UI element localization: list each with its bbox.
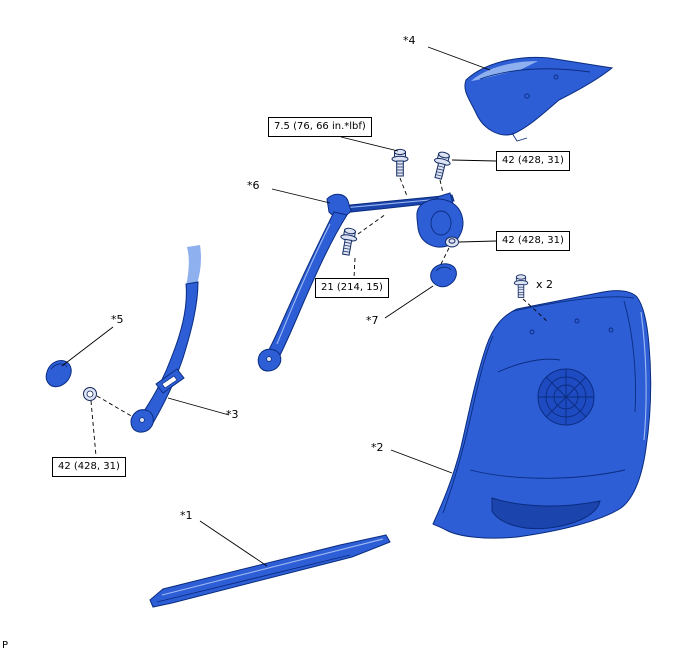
part-4-quarter-pillar-upper-trim (464, 56, 614, 142)
panel-clip-hole3 (608, 327, 614, 333)
part-label-7: *7 (366, 314, 379, 327)
part-2-quarter-trim-panel (432, 290, 652, 539)
part-6-seat-belt-retractor-assembly (257, 192, 464, 372)
clip-contour (435, 266, 452, 272)
leader-torque-42b (458, 240, 497, 243)
leader-p4 (427, 46, 491, 71)
dash-bolt-mid-box (353, 257, 356, 279)
panel-clip-hole2 (574, 318, 580, 324)
nut-clip (445, 236, 459, 248)
leader-p2 (390, 449, 453, 474)
part-3-seat-outer-belt (130, 245, 201, 433)
dash-grommet-anchor (96, 395, 134, 418)
part-7-clip (430, 263, 457, 288)
leader-torque-75 (340, 136, 399, 152)
dash-nut-clip (440, 247, 450, 265)
belt-webbing-highlight (276, 223, 331, 345)
pillar-edge-line (442, 335, 494, 514)
belt-main-webbing (141, 281, 199, 424)
panel-contour (497, 358, 561, 373)
tongue-plate-slot (161, 375, 178, 389)
dash-grommet-box (90, 400, 97, 457)
scuff-edge-line (156, 554, 351, 603)
grommet-nut (83, 387, 97, 401)
bolt-rail-top (391, 148, 409, 177)
leader-lines-dashed (90, 177, 549, 457)
bottom-anchor-hole (139, 417, 145, 423)
part-4-highlight (471, 61, 538, 81)
panel-clip-hole (529, 329, 535, 335)
leader-torque-42a (451, 159, 497, 162)
panel-outline (432, 290, 652, 539)
quantity-note-x2: x 2 (536, 278, 554, 291)
bolt-anchor-mid (337, 226, 359, 257)
part-4-hole (524, 93, 530, 99)
part-label-6: *6 (247, 179, 260, 192)
grommet-inner (86, 390, 94, 398)
footer-page-mark: P (2, 640, 9, 651)
part-5-anchor-cover-cap (45, 360, 72, 388)
torque-box-42-c: 42 (428, 31) (52, 457, 126, 477)
cap-contour (50, 363, 68, 370)
dash-bolt-panel (522, 298, 549, 323)
part-label-2: *2 (371, 441, 384, 454)
torque-box-7-5: 7.5 (76, 66 in.*lbf) (268, 117, 372, 137)
armrest-ridge-line (469, 469, 626, 479)
belt-upper-webbing (186, 245, 201, 286)
part-4-outline (464, 56, 614, 136)
bolt-retractor (429, 150, 453, 181)
leader-p3 (167, 397, 230, 416)
leader-lines-solid (61, 46, 497, 567)
leader-p1 (199, 520, 268, 567)
leader-p7 (384, 285, 434, 319)
torque-box-21: 21 (214, 15) (315, 278, 389, 298)
panel-pocket (491, 497, 601, 530)
dash-bolt-rail (399, 177, 408, 197)
retractor-spool (430, 210, 452, 236)
panel-top-edge-line (512, 296, 635, 312)
torque-box-42-a: 42 (428, 31) (496, 151, 570, 171)
part-4-contour (479, 68, 591, 80)
part-4-notch (511, 132, 528, 142)
bolt-panel-x2 (513, 274, 529, 298)
part-label-4: *4 (403, 34, 416, 47)
part-1-scuff-plate (149, 534, 391, 608)
dash-bolt-retractor (439, 179, 444, 194)
anchor-hole (266, 356, 272, 362)
part-4-hole2 (553, 74, 559, 80)
torque-box-42-b: 42 (428, 31) (496, 231, 570, 251)
part-label-5: *5 (111, 313, 124, 326)
leader-p6 (271, 188, 331, 204)
part-label-1: *1 (180, 509, 193, 522)
speaker-grille-mesh (538, 369, 594, 425)
leader-p5 (61, 326, 114, 367)
scuff-highlight (161, 538, 384, 596)
nut-inner (448, 238, 456, 244)
retractor-body (416, 198, 464, 248)
dash-bolt-mid-up (357, 213, 387, 235)
part-label-3: *3 (226, 408, 239, 421)
panel-right-highlight (640, 311, 647, 441)
panel-vertical-line (623, 300, 636, 413)
